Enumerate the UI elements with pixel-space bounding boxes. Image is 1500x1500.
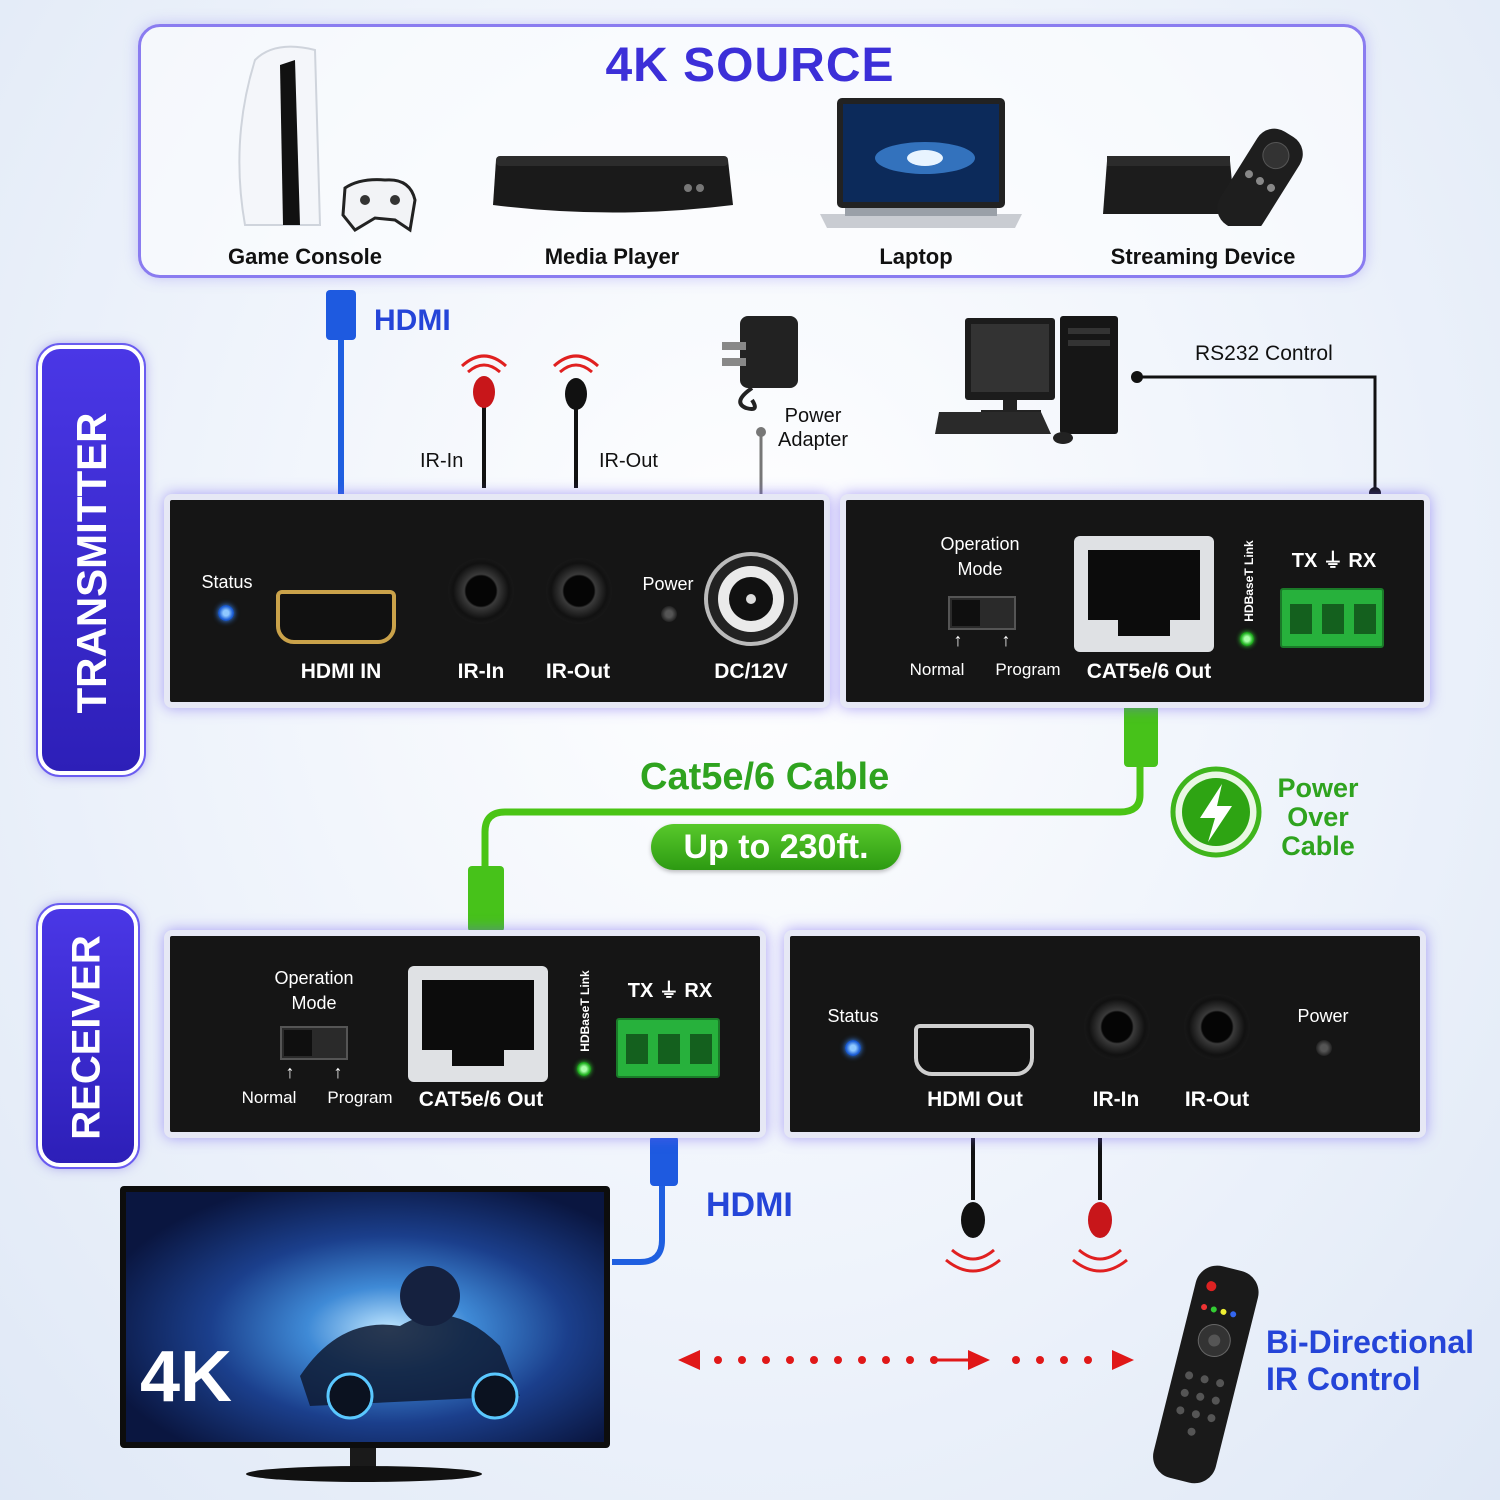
poc-line3: Cable bbox=[1281, 831, 1355, 861]
cat-cable-title: Cat5e/6 Cable bbox=[640, 756, 890, 798]
receiver-tab: RECEIVER bbox=[36, 903, 140, 1169]
rx-ir-in-jack[interactable] bbox=[1084, 994, 1150, 1060]
rx-arrow-normal: ↑ bbox=[285, 1062, 295, 1082]
rx-status-label: Status bbox=[827, 1006, 879, 1026]
tx-hdbaset-label: HDBaseT Link bbox=[1242, 540, 1256, 622]
media-player-icon bbox=[493, 156, 733, 213]
source-panel bbox=[138, 24, 1366, 278]
rx-link-led bbox=[577, 1062, 591, 1076]
rx-arrow-program: ↑ bbox=[333, 1062, 343, 1082]
hdmi-label-top: HDMI bbox=[374, 304, 451, 337]
rx-ir-out-label: IR-Out bbox=[1184, 1088, 1250, 1111]
power-adapter-label: Power Adapter bbox=[778, 405, 849, 451]
tx-ir-in-jack[interactable] bbox=[448, 558, 514, 624]
hdmi-plug-top bbox=[326, 290, 356, 340]
tx-link-led bbox=[1240, 632, 1254, 646]
remote-control-icon bbox=[1153, 1265, 1259, 1484]
lightning-icon bbox=[1170, 766, 1262, 858]
tx-arrow-program: ↑ bbox=[1001, 630, 1011, 650]
bi-ir-line2: IR Control bbox=[1266, 1361, 1421, 1397]
tx-opmode-label: Operation Mode bbox=[920, 532, 1040, 582]
tx-dc-label: DC/12V bbox=[714, 660, 788, 683]
tx-txrx-label: TX ⏚ RX bbox=[1291, 550, 1377, 572]
rx-power-label: Power bbox=[1297, 1006, 1349, 1026]
rj45-plug-bottom bbox=[468, 866, 504, 932]
tx-ir-out-jack[interactable] bbox=[546, 558, 612, 624]
tx-status-led bbox=[218, 605, 234, 621]
rx-hdmi-out-label: HDMI Out bbox=[927, 1088, 1023, 1111]
rx-ir-in-label: IR-In bbox=[1092, 1088, 1140, 1111]
rs232-label: RS232 Control bbox=[1195, 342, 1333, 365]
rx-opmode-line2: Mode bbox=[291, 993, 337, 1013]
tx-hdmi-in-port[interactable] bbox=[276, 590, 396, 644]
ir-in-cable-label: IR-In bbox=[420, 450, 464, 472]
rx-cat-port[interactable] bbox=[408, 966, 548, 1082]
tx-arrow-normal: ↑ bbox=[953, 630, 963, 650]
tx-power-led bbox=[661, 606, 677, 622]
tv-icon: 4K bbox=[120, 1186, 610, 1448]
ir-dotted-arrow bbox=[678, 1350, 1134, 1370]
tx-dc-jack[interactable] bbox=[704, 552, 798, 646]
tx-cat-port[interactable] bbox=[1074, 536, 1214, 652]
rx-txrx-label: TX ⏚ RX bbox=[627, 980, 713, 1002]
tx-cat-label: CAT5e/6 Out bbox=[1086, 660, 1212, 683]
tx-rs232-terminal[interactable] bbox=[1280, 588, 1384, 648]
poc-line1: Power bbox=[1277, 773, 1359, 803]
tx-opmode-line2: Mode bbox=[957, 559, 1003, 579]
rx-opmode-line1: Operation bbox=[274, 968, 354, 988]
device-label-streaming-device: Streaming Device bbox=[1110, 244, 1296, 269]
rx-opmode-switch[interactable] bbox=[280, 1026, 348, 1060]
rx-status-led bbox=[845, 1040, 861, 1056]
poc-label: Power Over Cable bbox=[1268, 774, 1368, 861]
tx-program-label: Program bbox=[995, 660, 1061, 679]
desktop-pc-icon bbox=[935, 316, 1118, 444]
tv-stand-base bbox=[246, 1466, 482, 1482]
cat-length-pill: Up to 230ft. bbox=[651, 824, 901, 870]
tv-stand-neck bbox=[350, 1448, 376, 1470]
tx-hdmi-in-label: HDMI IN bbox=[300, 660, 382, 683]
device-label-media-player: Media Player bbox=[544, 244, 680, 269]
hdmi-label-bottom: HDMI bbox=[706, 1186, 793, 1224]
rx-opmode-label: Operation Mode bbox=[254, 966, 374, 1016]
poc-line2: Over bbox=[1287, 802, 1349, 832]
transmitter-tab: TRANSMITTER bbox=[36, 343, 146, 777]
rx-normal-label: Normal bbox=[241, 1088, 297, 1107]
tx-status-label: Status bbox=[201, 572, 253, 592]
rx-program-label: Program bbox=[327, 1088, 393, 1107]
device-label-laptop: Laptop bbox=[879, 244, 953, 269]
tx-ir-in-label: IR-In bbox=[457, 660, 505, 683]
rx-hdbaset-label: HDBaseT Link bbox=[578, 970, 592, 1052]
rx-hdmi-out-port[interactable] bbox=[914, 1024, 1034, 1076]
bi-ir-line1: Bi-Directional bbox=[1266, 1324, 1475, 1360]
source-title: 4K SOURCE bbox=[605, 39, 895, 92]
tx-power-label: Power bbox=[642, 574, 694, 594]
rx-ir-out-jack[interactable] bbox=[1184, 994, 1250, 1060]
tx-opmode-line1: Operation bbox=[940, 534, 1020, 554]
ir-out-cable-label: IR-Out bbox=[599, 450, 658, 472]
power-adapter-icon bbox=[722, 316, 798, 411]
tv-4k-badge: 4K bbox=[140, 1337, 233, 1417]
rx-power-led bbox=[1316, 1040, 1332, 1056]
tx-normal-label: Normal bbox=[909, 660, 965, 679]
rj45-plug-top bbox=[1124, 703, 1158, 767]
laptop-icon bbox=[820, 98, 1022, 228]
game-console-icon bbox=[238, 45, 417, 233]
bi-ir-label: Bi-Directional IR Control bbox=[1266, 1324, 1474, 1398]
streaming-device-icon bbox=[1103, 128, 1303, 226]
rx-rs232-terminal[interactable] bbox=[616, 1018, 720, 1078]
device-label-game-console: Game Console bbox=[227, 244, 383, 269]
tx-ir-out-label: IR-Out bbox=[545, 660, 611, 683]
tx-opmode-switch[interactable] bbox=[948, 596, 1016, 630]
rx-cat-label: CAT5e/6 Out bbox=[418, 1088, 544, 1111]
